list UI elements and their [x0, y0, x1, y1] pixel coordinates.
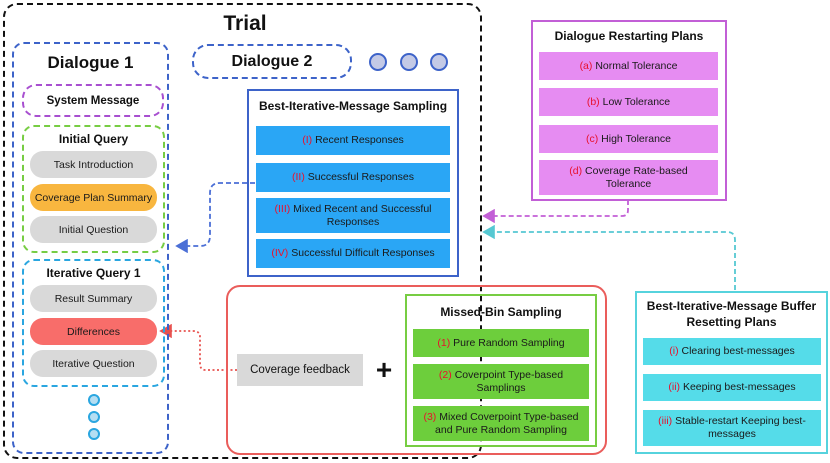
buffer-resetting-title: Best-Iterative-Message Buffer Resetting …	[646, 299, 817, 329]
more-dialogues-dot	[369, 53, 387, 71]
restart-plan-option: (b) Low Tolerance	[539, 88, 718, 116]
restart-plan-option: (a) Normal Tolerance	[539, 52, 718, 80]
sampling-option: (II) Successful Responses	[256, 163, 450, 192]
missed-bin-option: (3) Mixed Coverpoint Type-based and Pure…	[413, 406, 589, 441]
more-dialogues-dot	[400, 53, 418, 71]
dialogue1-container	[12, 42, 169, 454]
trial-container	[3, 3, 482, 459]
buffer-reset-option: (iii) Stable-restart Keeping best-messag…	[643, 410, 821, 446]
system-message-box: System Message	[22, 84, 164, 117]
more-dialogues-dot	[430, 53, 448, 71]
buffer-reset-option: (ii) Keeping best-messages	[643, 374, 821, 401]
task-introduction-item: Task Introduction	[30, 151, 157, 178]
result-summary-item: Result Summary	[30, 285, 157, 312]
iterative-query-title: Iterative Query 1	[46, 266, 141, 280]
iterative-query-box	[22, 259, 165, 387]
restarting-plans-box	[531, 20, 727, 201]
sampling-option: (IV) Successful Difficult Responses	[256, 239, 450, 268]
arrow-buffer-to-trial	[482, 224, 736, 290]
sampling-option: (III) Mixed Recent and Successful Respon…	[256, 198, 450, 233]
feedback-container	[226, 285, 607, 455]
buffer-reset-option: (i) Clearing best-messages	[643, 338, 821, 365]
coverage-plan-summary-item: Coverage Plan Summary	[30, 184, 157, 211]
coverage-feedback-box: Coverage feedback	[237, 354, 363, 386]
differences-item: Differences	[30, 318, 157, 345]
dialogue2-box: Dialogue 2	[192, 44, 352, 79]
initial-query-box	[22, 125, 165, 253]
plus-sign: +	[375, 354, 393, 385]
iterative-question-item: Iterative Question	[30, 350, 157, 377]
missed-bin-option: (2) Coverpoint Type-based Samplings	[413, 364, 589, 399]
missed-bin-sampling-title: Missed-Bin Sampling	[440, 305, 562, 319]
continuation-dot	[88, 411, 100, 423]
initial-query-title: Initial Query	[58, 132, 129, 146]
continuation-dot	[88, 428, 100, 440]
best-iterative-sampling-box	[247, 89, 459, 277]
best-iterative-sampling-title: Best-Iterative-Message Sampling	[258, 99, 448, 113]
restart-plan-option: (c) High Tolerance	[539, 125, 718, 153]
restart-plan-option: (d) Coverage Rate-based Tolerance	[539, 160, 718, 195]
initial-question-item: Initial Question	[30, 216, 157, 243]
continuation-dot	[88, 394, 100, 406]
arrow-feedback-to-differences	[159, 323, 237, 371]
buffer-resetting-box	[635, 291, 828, 454]
dialogue1-title: Dialogue 1	[47, 53, 134, 72]
arrow-sampling-to-initial-query	[175, 182, 255, 254]
sampling-option: (I) Recent Responses	[256, 126, 450, 155]
missed-bin-option: (1) Pure Random Sampling	[413, 329, 589, 357]
trial-title: Trial	[223, 12, 267, 35]
missed-bin-sampling-box	[405, 294, 597, 447]
restarting-plans-title: Dialogue Restarting Plans	[554, 29, 704, 43]
arrow-restart-to-trial	[482, 200, 629, 224]
